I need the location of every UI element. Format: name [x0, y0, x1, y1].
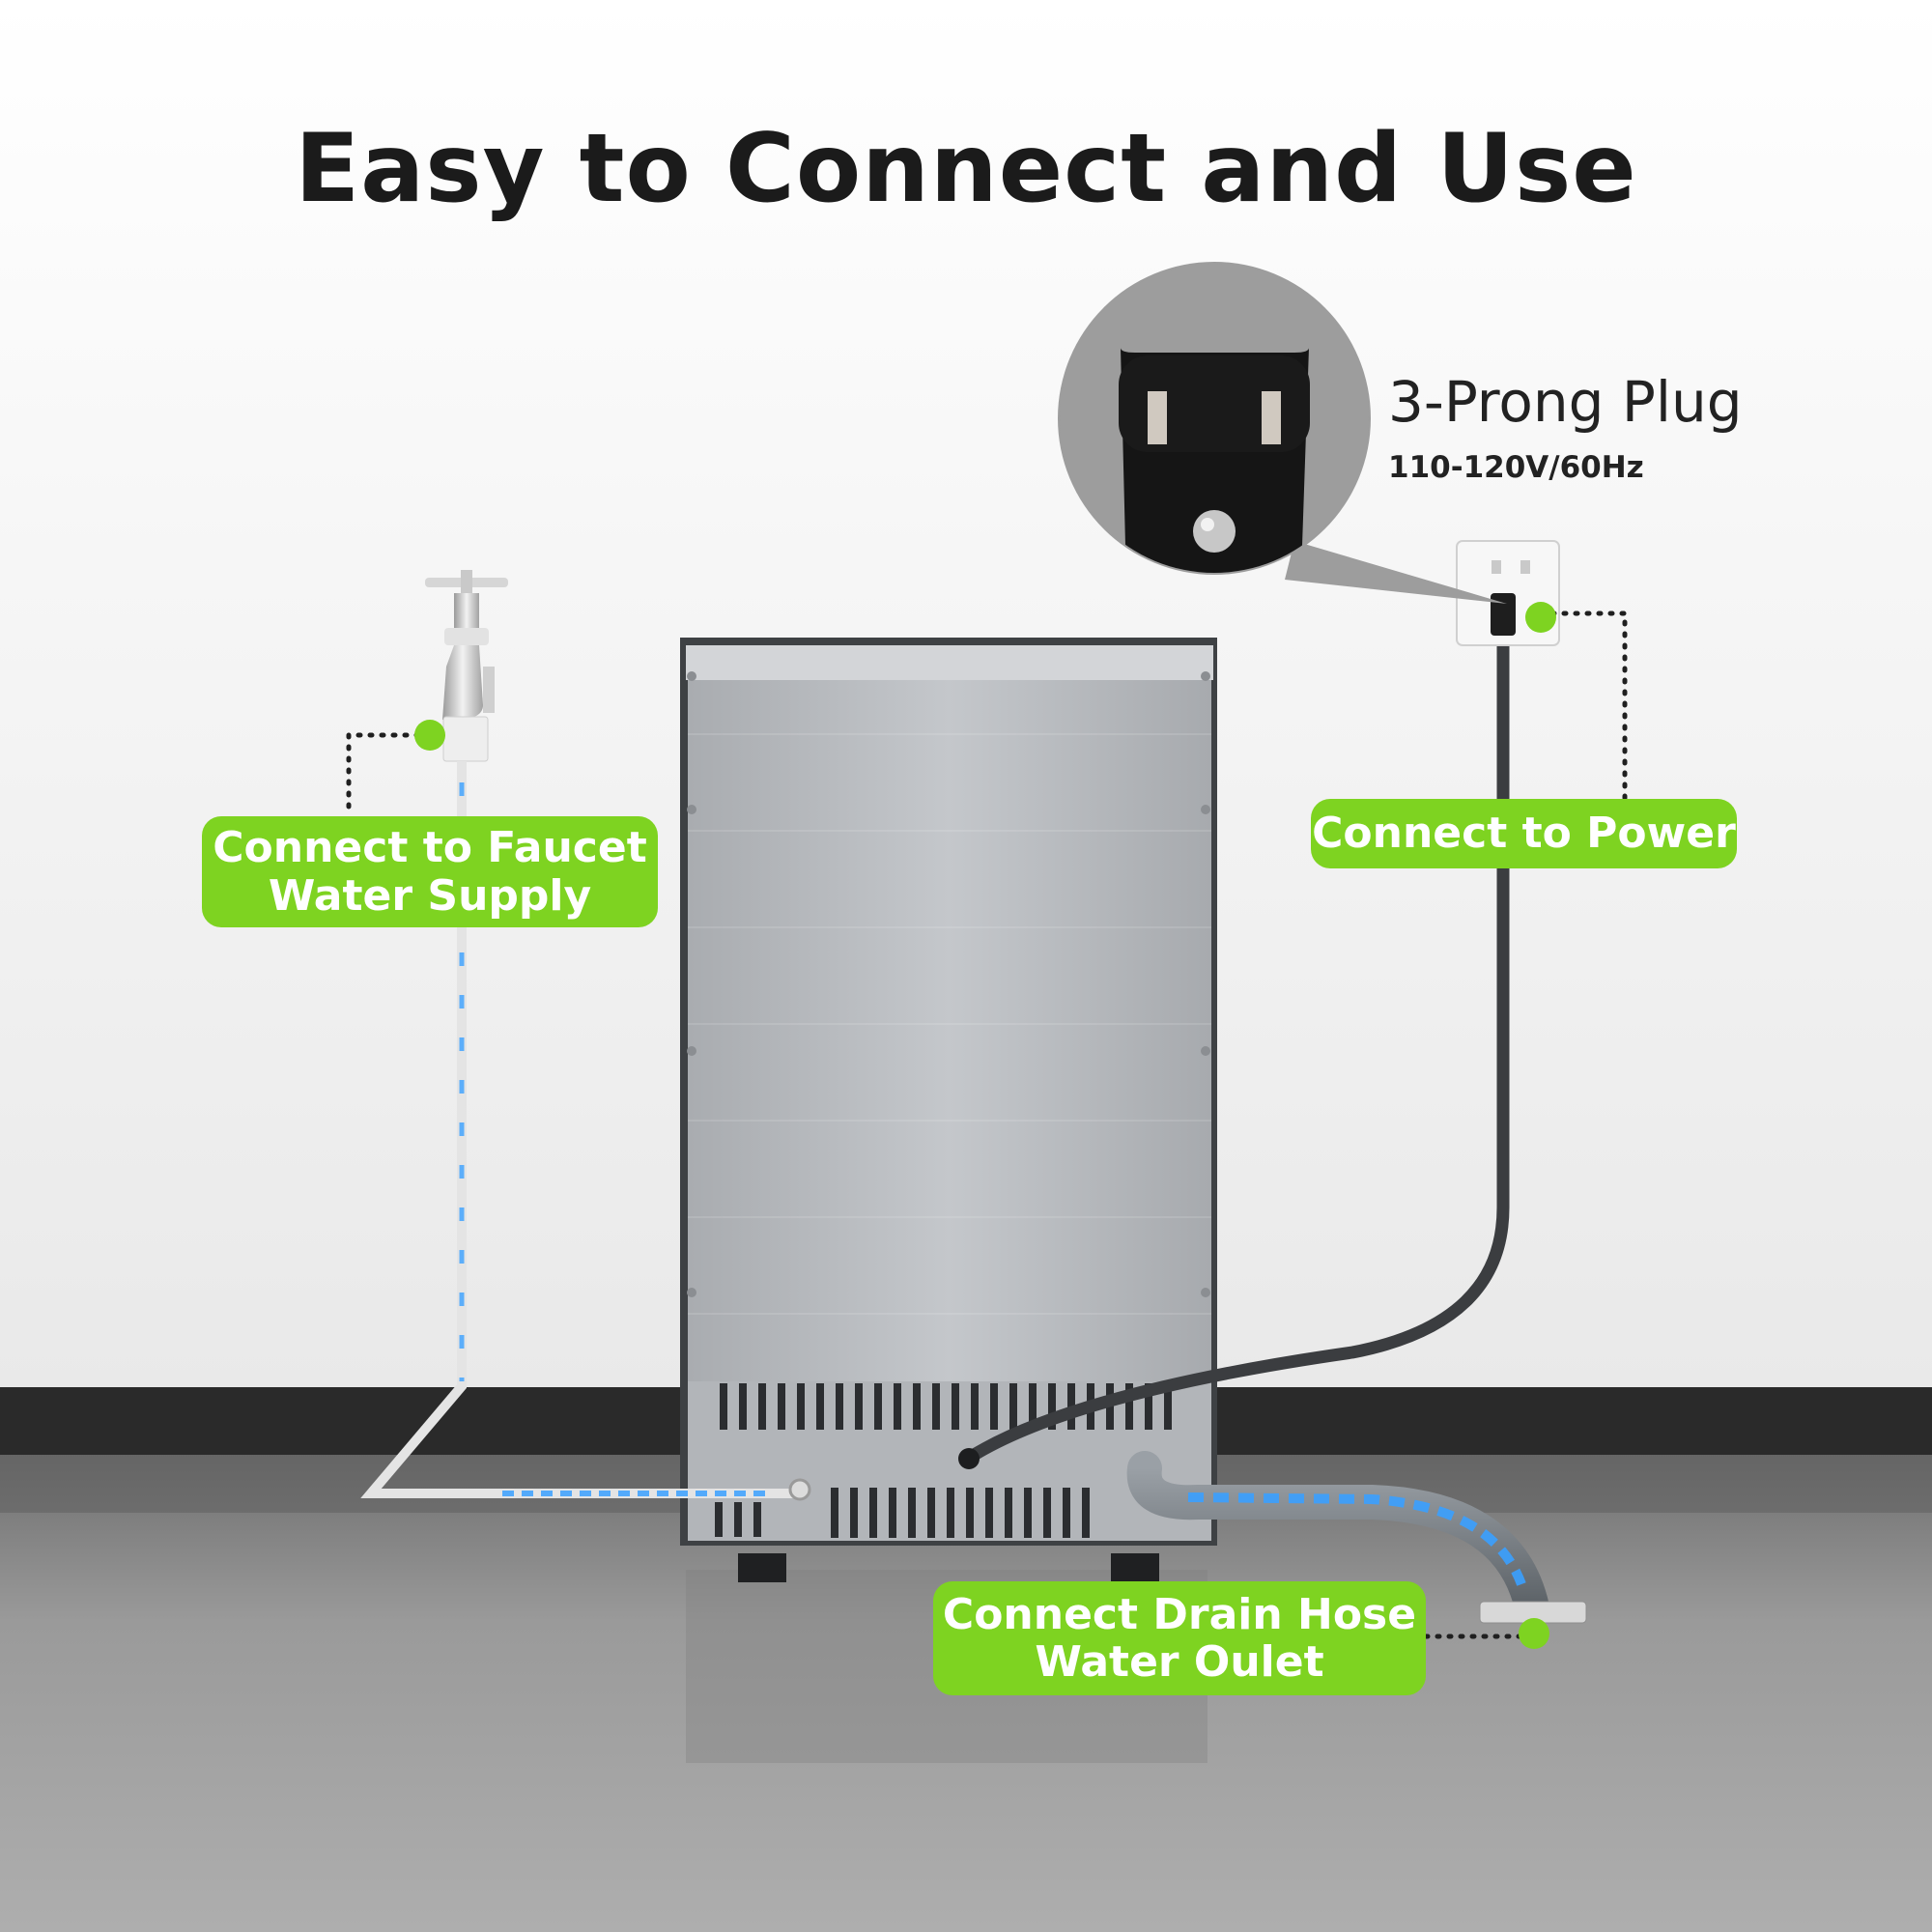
- power-leader-line: [1538, 611, 1628, 802]
- drain-connection-marker: [1519, 1618, 1549, 1649]
- plug-title: 3-Prong Plug: [1388, 369, 1743, 435]
- faucet-label-line-1: Connect to Faucet: [213, 823, 647, 873]
- water-supply-line: [360, 761, 811, 1501]
- ice-maker: [680, 638, 1217, 1582]
- drain-hose: [1126, 1451, 1587, 1624]
- faucet-label-line-2: Water Supply: [268, 870, 592, 921]
- faucet-connection-marker: [414, 720, 445, 751]
- page-title: Easy to Connect and Use: [295, 114, 1637, 224]
- drain-label-line-2: Water Oulet: [1035, 1637, 1324, 1687]
- plug-closeup: [1058, 262, 1507, 604]
- plug-spec: 110-120V/60Hz: [1388, 450, 1644, 485]
- drain-label: Connect Drain Hose Water Oulet: [933, 1581, 1426, 1695]
- power-label: Connect to Power: [1311, 799, 1737, 868]
- power-cord: [969, 611, 1510, 1461]
- drain-label-line-1: Connect Drain Hose: [942, 1589, 1417, 1639]
- faucet-leader-line: [346, 732, 433, 819]
- power-connection-marker: [1525, 602, 1556, 633]
- power-label-text: Connect to Power: [1312, 809, 1736, 859]
- faucet-label: Connect to Faucet Water Supply: [202, 816, 658, 927]
- faucet: [425, 570, 508, 762]
